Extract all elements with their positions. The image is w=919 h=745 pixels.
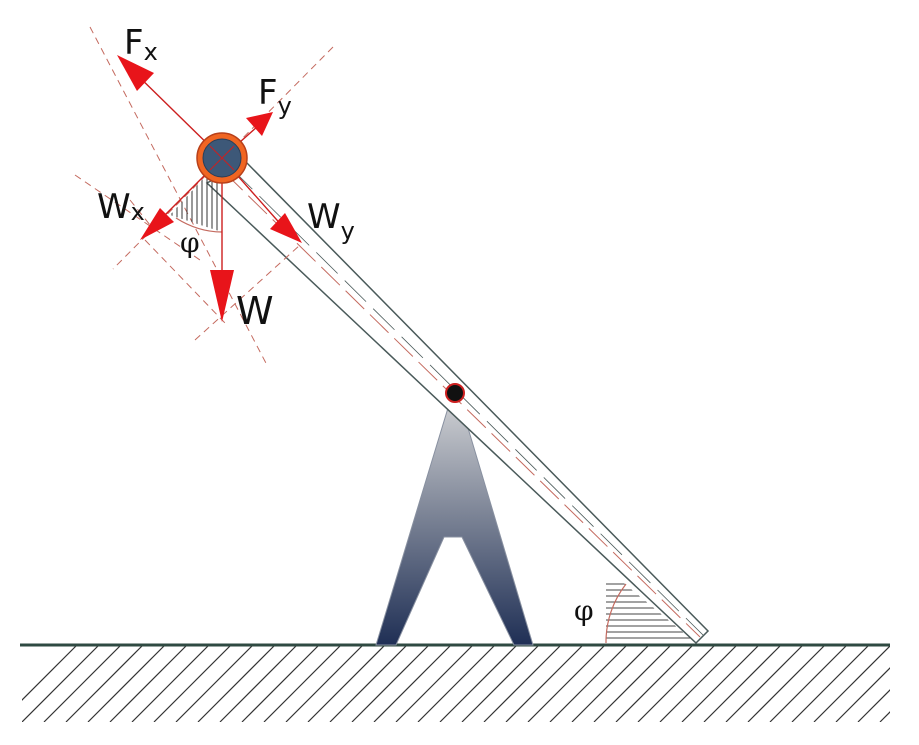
mass-ball-icon <box>196 132 248 184</box>
phi-bottom-label: φ <box>574 594 594 627</box>
fx-arrowhead <box>117 55 154 91</box>
w-label: W <box>236 289 274 333</box>
wx-arrowhead <box>140 208 174 240</box>
phi-top-label: φ <box>180 226 200 259</box>
wy-arrowhead <box>270 213 302 243</box>
fy-arrowhead <box>246 112 273 136</box>
wx-label: Wx <box>97 187 145 227</box>
ground-hatch <box>22 646 890 722</box>
fy-label: Fy <box>258 73 292 120</box>
arrowheads <box>117 55 302 322</box>
bottom-angle-arc <box>605 583 627 644</box>
pivot-pin-icon <box>445 383 465 403</box>
top-angle-arc <box>175 217 223 233</box>
a-frame-support-icon <box>375 407 534 646</box>
wy-label: Wy <box>307 197 355 245</box>
w-arrowhead <box>210 270 234 322</box>
fx-label: Fx <box>124 23 158 66</box>
